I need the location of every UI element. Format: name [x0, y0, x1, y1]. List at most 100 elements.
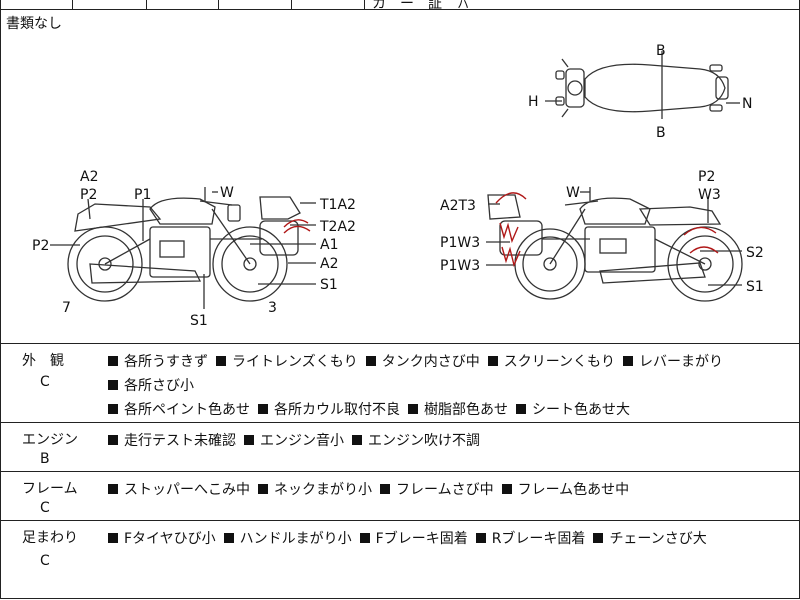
label-s2: S2 — [746, 245, 764, 261]
defect-item: シート色あせ大 — [514, 402, 630, 418]
defect-text: ネックまがり小 — [274, 482, 372, 498]
section-grade: C — [40, 553, 50, 569]
defect-item: Fブレーキ固着 — [358, 531, 468, 547]
label-s1-left: S1 — [320, 277, 338, 293]
defect-item: エンジン音小 — [242, 433, 344, 449]
section-engine: エンジン B 走行テスト未確認エンジン音小 エンジン吹け不調 — [0, 423, 800, 472]
defect-item: 各所さび小 — [106, 378, 194, 394]
label-a2-top: A2 — [80, 169, 98, 185]
defect-text: Fタイヤひび小 — [124, 531, 216, 547]
defect-text: 各所うすきず — [124, 354, 208, 370]
defect-item: 各所ペイント色あせ — [106, 402, 250, 418]
bullet-square-icon — [475, 533, 486, 543]
section-items: ストッパーへこみ中 ネックまがり小フレームさび中 フレーム色あせ中 — [106, 478, 796, 502]
section-frame: フレーム C ストッパーへこみ中 ネックまがり小フレームさび中 フレーム色あせ中 — [0, 472, 800, 521]
diagram-labels: B B H N A2 P2 P1 W T1A2 T2A2 P2 A1 A2 S1… — [32, 43, 764, 329]
bullet-square-icon — [380, 484, 390, 494]
defect-item: ネックまがり小 — [256, 482, 372, 498]
header-truncated-text: カ ー 証 ㇵ — [372, 0, 470, 12]
label-a2: A2 — [320, 256, 338, 272]
bullet-square-icon — [108, 435, 118, 445]
section-items: Fタイヤひび小 ハンドルまがり小 Fブレーキ固着 Rブレーキ固着 チェーンさび大 — [106, 527, 796, 551]
bullet-square-icon — [108, 533, 118, 543]
defect-item: エンジン吹け不調 — [350, 433, 480, 449]
header-cell-divider — [364, 0, 365, 9]
bullet-square-icon — [108, 356, 118, 366]
label-bottom-b: B — [656, 125, 666, 141]
label-t2a2: T2A2 — [319, 219, 356, 235]
label-t1a2: T1A2 — [319, 197, 356, 213]
label-p1w3-a: P1W3 — [440, 235, 480, 251]
defect-text: エンジン吹け不調 — [368, 433, 480, 449]
defect-item: 走行テスト未確認 — [106, 433, 236, 449]
header-row: カ ー 証 ㇵ — [0, 0, 800, 12]
bullet-square-icon — [258, 404, 268, 414]
defect-text: タンク内さび中 — [381, 354, 480, 370]
bullet-square-icon — [623, 356, 634, 366]
label-w-left: W — [220, 185, 234, 201]
defect-item: 樹脂部色あせ — [406, 402, 508, 418]
section-grade: B — [40, 451, 50, 467]
header-cell-divider — [218, 0, 219, 9]
damage-marks — [283, 192, 719, 268]
defect-item: 各所カウル取付不良 — [256, 402, 400, 418]
label-p2-left: P2 — [32, 238, 49, 254]
bullet-square-icon — [359, 533, 370, 543]
defect-text: ストッパーへこみ中 — [124, 482, 250, 498]
section-exterior: 外 観 C 各所うすきずライトレンズくもりタンク内さび中スクリーンくもりレバーま… — [0, 344, 800, 423]
defect-text: チェーンさび大 — [609, 531, 707, 547]
section-grade: C — [40, 500, 50, 516]
defect-text: ハンドルまがり小 — [239, 531, 352, 547]
section-name: 外 観 — [22, 353, 64, 369]
section-name: フレーム — [22, 481, 78, 497]
bullet-square-icon — [501, 484, 512, 494]
section-name: 足まわり — [22, 530, 78, 546]
bullet-square-icon — [352, 435, 362, 445]
label-3: 3 — [268, 300, 277, 316]
damage-diagram: 書類なし — [0, 9, 800, 344]
defect-text: シート色あせ大 — [532, 402, 630, 418]
section-running-gear: 足まわり C Fタイヤひび小 ハンドルまがり小 Fブレーキ固着 Rブレーキ固着 チェーン… — [0, 521, 800, 599]
label-s1-bottom: S1 — [190, 313, 208, 329]
defect-text: 各所ペイント色あせ — [124, 402, 250, 418]
label-n: N — [742, 96, 752, 112]
section-items: 走行テスト未確認エンジン音小 エンジン吹け不調 — [106, 429, 796, 453]
defect-item: ハンドルまがり小 — [222, 531, 352, 547]
defect-text: 走行テスト未確認 — [124, 433, 236, 449]
documents-note: 書類なし — [6, 16, 62, 32]
defect-text: ライトレンズくもり — [232, 354, 358, 370]
defect-text: フレーム色あせ中 — [517, 482, 630, 498]
label-7: 7 — [62, 300, 71, 316]
motorcycle-diagrams: B B H N A2 P2 P1 W T1A2 T2A2 P2 A1 A2 S1… — [32, 43, 764, 329]
defect-item: フレームさび中 — [378, 482, 494, 498]
defect-item: チェーンさび大 — [591, 531, 707, 547]
label-w-right: W — [566, 185, 580, 201]
section-name: エンジン — [22, 432, 78, 448]
defect-text: レバーまがり — [639, 354, 724, 370]
label-a1: A1 — [320, 237, 338, 253]
label-p2-top: P2 — [80, 187, 97, 203]
defect-text: スクリーンくもり — [503, 354, 616, 370]
bullet-square-icon — [108, 484, 118, 494]
defect-item: レバーまがり — [621, 354, 723, 370]
header-cell-divider — [291, 0, 292, 9]
defect-text: 樹脂部色あせ — [424, 402, 508, 418]
header-cell-divider — [72, 0, 73, 9]
defect-item: スクリーンくもり — [486, 354, 615, 370]
defect-text: 各所さび小 — [124, 378, 194, 394]
bullet-square-icon — [244, 435, 254, 445]
bullet-square-icon — [365, 356, 376, 366]
bullet-square-icon — [108, 380, 118, 390]
bullet-square-icon — [223, 533, 234, 543]
bullet-square-icon — [258, 484, 268, 494]
defect-item: Rブレーキ固着 — [474, 531, 586, 547]
defect-item: ストッパーへこみ中 — [106, 482, 250, 498]
left-view-motorcycle — [67, 187, 301, 302]
bullet-square-icon — [593, 533, 604, 543]
defect-item: ライトレンズくもり — [214, 354, 358, 370]
defect-text: Rブレーキ固着 — [491, 531, 586, 547]
defect-item: 各所うすきず — [106, 354, 208, 370]
top-view-motorcycle — [545, 51, 740, 119]
bullet-square-icon — [408, 404, 418, 414]
